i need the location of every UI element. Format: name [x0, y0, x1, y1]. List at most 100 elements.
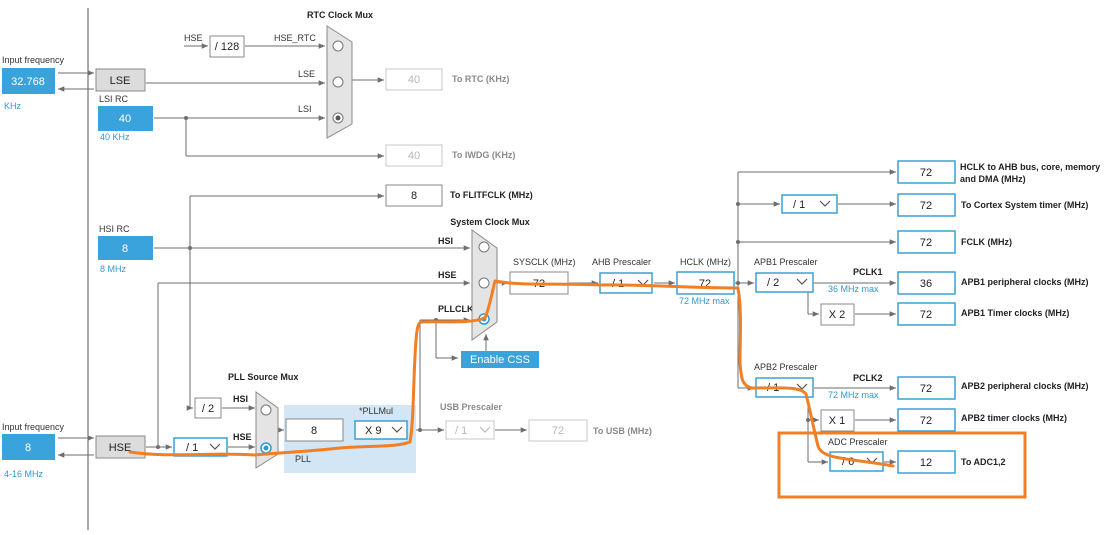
rtc-mux-selected-dot: [335, 115, 341, 121]
apb2-peripheral-output-value: 72: [920, 383, 932, 395]
pll-mux-hse-label: HSE: [233, 432, 252, 442]
hclk-ahb-destination-label: HCLK to AHB bus, core, memory and DMA (M…: [960, 162, 1101, 184]
pllmul-label: *PLLMul: [359, 406, 393, 416]
apb1-peripheral-output-value: 36: [920, 278, 932, 290]
pclk2-max-label: 72 MHz max: [828, 390, 879, 400]
pllmul-select[interactable]: [354, 420, 408, 440]
pclk1-label: PCLK1: [853, 267, 883, 277]
lse-block-label: LSE: [110, 75, 131, 87]
sysclk-mux-option-hsi[interactable]: [478, 241, 490, 253]
pclk2-label: PCLK2: [853, 373, 883, 383]
hclk-ahb-destination-wrap: HCLK to AHB bus, core, memory and DMA (M…: [960, 162, 1101, 184]
hse-frequency-field[interactable]: [2, 434, 55, 460]
cortex-divider-value: / 1: [793, 199, 805, 211]
adc-destination-label: To ADC1,2: [961, 457, 1006, 467]
ahb-prescaler-label: AHB Prescaler: [592, 257, 651, 267]
cortex-output-field: [897, 193, 956, 217]
pll-input-value: 8: [311, 425, 317, 437]
cortex-divider-select[interactable]: [781, 194, 838, 214]
apb1-prescaler-select[interactable]: [755, 272, 814, 293]
rtc-lse-label: LSE: [298, 69, 315, 79]
lsi-rc-block: [98, 106, 153, 131]
hse-frequency-value: 8: [25, 442, 31, 454]
hsi-rc-unit: 8 MHz: [100, 264, 127, 274]
cortex-chevron-down-icon: [819, 200, 831, 207]
apb1-chevron-down-icon: [796, 278, 808, 285]
apb2-prescaler-label: APB2 Prescaler: [754, 362, 818, 372]
apb1-timer-multiplier: [820, 303, 855, 326]
hse-rtc-label: HSE_RTC: [274, 33, 316, 43]
rtc-output-value: 40: [408, 74, 420, 86]
apb2-peripheral-output-field: [897, 376, 956, 400]
rtc-destination-label: To RTC (KHz): [452, 74, 509, 84]
flitfclk-destination-label: To FLITFCLK (MHz): [450, 190, 533, 200]
enable-css-button[interactable]: [461, 351, 539, 368]
apb2-peripheral-destination-label: APB2 peripheral clocks (MHz): [961, 381, 1089, 391]
rtc-clock-mux-title: RTC Clock Mux: [307, 10, 373, 20]
apb1-peripheral-destination-label: APB1 peripheral clocks (MHz): [961, 277, 1089, 287]
lsi-rc-unit: 40 KHz: [100, 132, 130, 142]
lsi-rc-label: LSI RC: [99, 94, 129, 104]
usb-output-field: [528, 419, 588, 442]
lse-frequency-unit: KHz: [4, 101, 22, 111]
enable-css-label: Enable CSS: [470, 354, 530, 366]
cortex-output-value: 72: [920, 200, 932, 212]
system-clock-mux-title: System Clock Mux: [450, 217, 530, 227]
pll-source-mux-title: PLL Source Mux: [228, 372, 298, 382]
usb-output-value: 72: [552, 425, 564, 437]
lse-frequency-value: 32.768: [11, 76, 45, 88]
adc-output-field: [897, 450, 956, 474]
adc-output-value: 12: [920, 457, 932, 469]
rtc-output-field: [385, 68, 443, 91]
pll-hse-divider-value: / 1: [186, 442, 198, 454]
hse-frequency-range: 4-16 MHz: [4, 469, 44, 479]
iwdg-destination-label: To IWDG (KHz): [452, 150, 515, 160]
usb-prescaler-select[interactable]: [445, 420, 495, 440]
pll-input-field: [285, 418, 344, 442]
fclk-output-field: [897, 230, 956, 254]
apb1-prescaler-label: APB1 Prescaler: [754, 257, 818, 267]
rtc-hse-divider: [209, 35, 245, 58]
sysclk-label: SYSCLK (MHz): [513, 257, 576, 267]
pll-mux-option-hsi[interactable]: [260, 404, 272, 416]
rtc-lsi-label: LSI: [298, 104, 312, 114]
rtc-hse-label: HSE: [184, 33, 203, 43]
pll-hsi-div2: [194, 397, 222, 419]
adc-prescaler-label: ADC Prescaler: [828, 437, 888, 447]
flitfclk-output-value: 8: [411, 190, 417, 202]
apb1-timer-output-field: [897, 302, 956, 326]
lse-frequency-field[interactable]: [2, 68, 55, 94]
lse-input-frequency-label: Input frequency: [2, 55, 65, 65]
apb1-timer-destination-label: APB1 Timer clocks (MHz): [961, 308, 1069, 318]
orange-annotation-box: [777, 431, 1027, 499]
apb1-timer-multiplier-value: X 2: [829, 309, 846, 321]
ahb-prescaler-select[interactable]: [599, 272, 653, 294]
rtc-mux-option-lse[interactable]: [332, 76, 344, 88]
hclk-max-label: 72 MHz max: [679, 296, 730, 306]
pll-label: PLL: [295, 454, 311, 464]
pll-hse-chevron-down-icon: [209, 443, 221, 450]
hclk-label: HCLK (MHz): [680, 257, 731, 267]
pllmul-value: X 9: [365, 425, 382, 437]
rtc-mux-option-hse[interactable]: [332, 40, 344, 52]
fclk-destination-label: FCLK (MHz): [961, 237, 1012, 247]
usb-destination-label: To USB (MHz): [593, 426, 652, 436]
pll-hse-divider-select[interactable]: [173, 437, 228, 457]
apb1-peripheral-output-field: [897, 271, 956, 295]
pll-mux-selected-dot: [263, 445, 269, 451]
hse-input-frequency-label: Input frequency: [2, 422, 65, 432]
hsi-rc-label: HSI RC: [99, 224, 130, 234]
lse-block: [95, 68, 146, 92]
apb1-prescaler-value: / 2: [767, 277, 779, 289]
flitfclk-output-field: [385, 184, 443, 207]
fclk-output-value: 72: [920, 237, 932, 249]
hse-block-label: HSE: [109, 442, 132, 454]
sysclk-mux-hse-label: HSE: [438, 270, 457, 280]
apb1-timer-output-value: 72: [920, 309, 932, 321]
apb2-timer-output-value: 72: [920, 415, 932, 427]
usb-prescaler-value: / 1: [455, 425, 467, 437]
sysclk-mux-option-hse[interactable]: [478, 277, 490, 289]
hsi-rc-value: 8: [122, 243, 128, 255]
apb2-chevron-down-icon: [796, 383, 808, 390]
